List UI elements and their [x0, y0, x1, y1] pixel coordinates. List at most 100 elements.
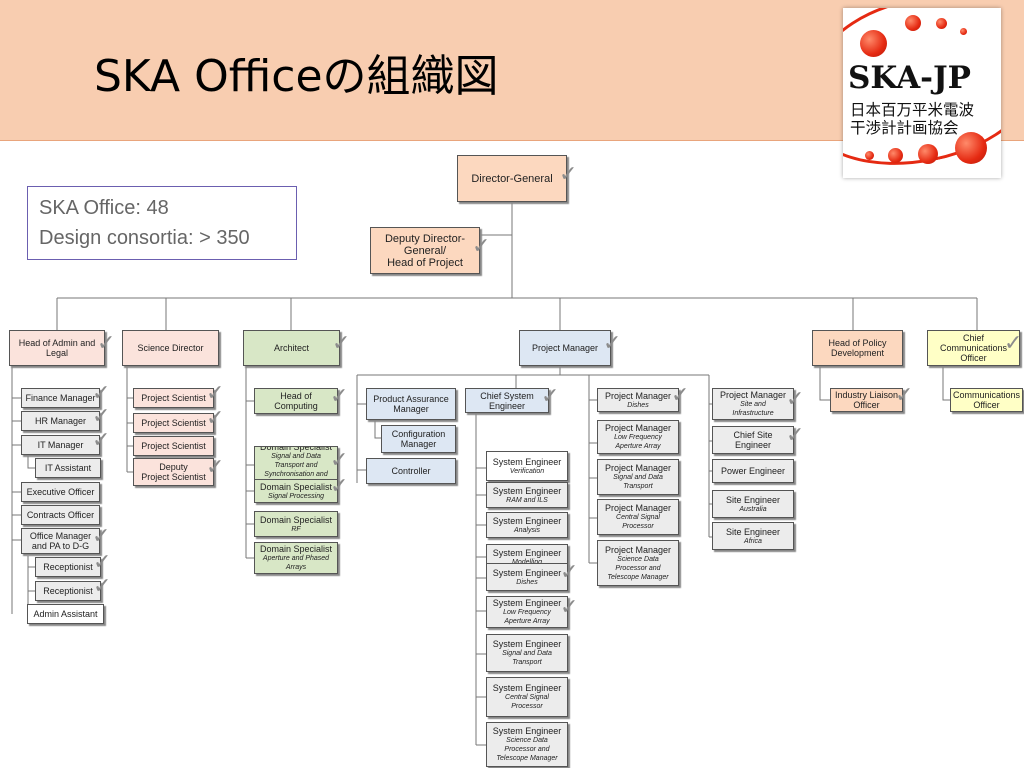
org-node-sublabel: Signal Processing — [267, 492, 325, 500]
checkmark-icon: ✓ — [671, 383, 690, 408]
org-node-sublabel: Aperture Array — [615, 443, 661, 450]
org-node-sublabel: Signal and Data — [502, 650, 552, 657]
org-node-sublabel: RAM and ILS — [506, 496, 548, 504]
checkmark-icon: ✓ — [332, 331, 351, 356]
org-node-ps3: Project Scientist — [133, 436, 214, 456]
logo-name: SKA-JP — [848, 60, 971, 96]
org-node-label: Receptionist — [43, 562, 93, 572]
checkmark-icon: ✓ — [786, 423, 805, 448]
org-node-label: Domain Specialist — [259, 446, 333, 452]
org-node-label: Chief System — [480, 390, 534, 401]
org-node-label: Head of Project — [387, 256, 463, 269]
org-node-label: Project Manager — [531, 343, 599, 353]
org-node-sublabel: Analysis — [513, 526, 541, 534]
org-node-label: Officer — [973, 400, 1000, 410]
checkmark-icon: ✓ — [559, 161, 578, 187]
org-node-label: Finance Manager — [25, 393, 96, 403]
org-node-label: Head of — [280, 391, 312, 401]
org-node-exec: Executive Officer — [21, 482, 100, 502]
org-node-label: Domain Specialist — [259, 514, 333, 525]
org-node-label: Officer — [960, 353, 987, 363]
org-node-sublabel: Processor and — [504, 746, 550, 753]
checkmark-icon: ✓ — [92, 381, 111, 406]
org-node-sublabel: Aperture Array — [504, 618, 550, 625]
org-node-contracts: Contracts Officer — [21, 505, 100, 525]
org-node-label: Controller — [391, 466, 431, 476]
org-node-sublabel: Transport — [623, 483, 653, 490]
org-node-label: Project Scientist — [141, 472, 206, 482]
checkmark-icon: ✓ — [895, 383, 914, 408]
checkmark-icon: ✓ — [541, 383, 560, 409]
org-node-label: Deputy Director- — [384, 232, 466, 245]
ska-jp-logo: SKA-JP 日本百万平米電波 干渉計計画協会 — [843, 8, 1001, 178]
checkmark-icon: ✓ — [97, 331, 116, 356]
org-node-sublabel: Aperture and Phased — [262, 555, 330, 562]
checkmark-icon: ✓ — [330, 474, 349, 499]
org-node-label: Manager — [393, 404, 429, 414]
org-node-label: System Engineer — [492, 683, 562, 693]
logo-dot — [860, 30, 887, 57]
logo-dot — [955, 132, 987, 164]
org-node-sublabel: Signal and Data — [271, 453, 321, 460]
logo-dot — [936, 18, 947, 29]
org-node-sublabel: Processor and — [615, 564, 661, 572]
logo-dot — [918, 144, 938, 164]
org-node-label: Project Manager — [604, 544, 672, 555]
org-node-sublabel: Science Data — [617, 555, 659, 563]
org-node-sublabel: Africa — [744, 537, 762, 545]
org-node-label: Chief Site — [733, 430, 773, 440]
logo-dot — [888, 148, 903, 163]
org-node-sublabel: Dishes — [516, 578, 538, 586]
org-node-hr: HR Manager — [21, 411, 100, 431]
org-node-sublabel: Site and — [740, 401, 766, 408]
checkmark-icon: ✓ — [786, 387, 805, 412]
org-node-label: Development — [830, 348, 885, 358]
org-node-sublabel: Transport and — [274, 462, 318, 469]
org-node-sublabel: Verification — [509, 467, 545, 475]
org-node-label: Project Scientist — [141, 418, 206, 428]
org-node-label: Site Engineer — [725, 494, 781, 505]
consortia-count: Design consortia: > 350 — [39, 227, 250, 249]
org-node-label: Engineer — [488, 400, 526, 411]
org-node-label: System Engineer — [492, 598, 562, 608]
org-node-label: Project Manager — [604, 390, 672, 401]
org-node-sublabel: Low Frequency — [503, 609, 551, 616]
org-node-label: Office Manager — [29, 531, 92, 541]
checkmark-icon: ✓ — [472, 233, 491, 259]
org-node-sublabel: Central Signal — [505, 694, 549, 701]
org-node-label: System Engineer — [492, 547, 562, 558]
org-node-label: System Engineer — [492, 639, 562, 649]
org-node-label: Deputy — [159, 462, 188, 472]
org-node-label: Director-General — [471, 172, 553, 185]
org-node-architect: Architect — [243, 330, 340, 366]
org-node-label: Project Manager — [719, 390, 787, 400]
org-node-power: Power Engineer — [712, 459, 794, 483]
org-node-label: HR Manager — [34, 416, 87, 426]
staff-count-box: SKA Office: 48 Design consortia: > 350 — [27, 186, 297, 260]
org-node-sublabel: Modelling — [512, 558, 542, 566]
org-node-label: Communications — [939, 343, 1008, 353]
org-node-adminassist: Admin Assistant — [27, 604, 104, 624]
org-node-itassist: IT Assistant — [35, 458, 101, 478]
org-node-label: Site Engineer — [725, 526, 781, 537]
checkmark-icon: ✓ — [92, 524, 111, 549]
org-node-sublabel: Arrays — [285, 564, 307, 571]
